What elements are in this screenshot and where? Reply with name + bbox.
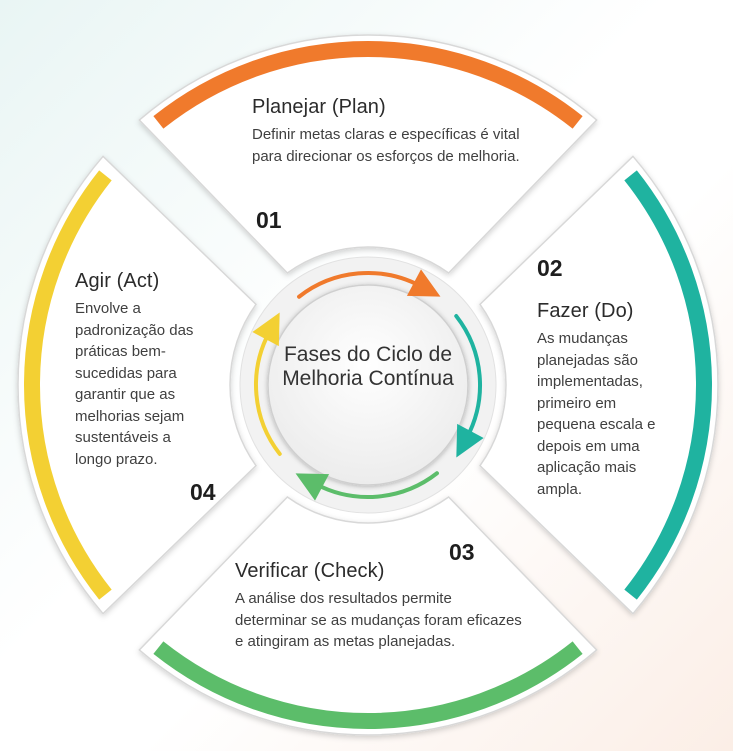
- arrow-do-to-check-head-icon: [456, 423, 484, 458]
- center-circle: [267, 284, 469, 486]
- arrow-check-to-act-head-icon: [295, 473, 330, 501]
- segments-group: [17, 34, 719, 736]
- phase-1-description: Definir metas claras e específicas é vit…: [252, 126, 520, 165]
- segment-band-fazer: [624, 170, 712, 600]
- arrow-do-to-check: [454, 314, 482, 440]
- phase-2-number: 02: [537, 255, 563, 281]
- phase-1-number: 01: [256, 207, 282, 233]
- cycle-arrows-group: [252, 269, 484, 501]
- phase-1-title: Planejar (Plan): [252, 96, 386, 118]
- phase-4-description: Envolve a padronização das práticas bem-…: [75, 300, 194, 468]
- phase-3-description: A análise dos resultados permite determi…: [235, 590, 522, 650]
- segment-band-agir: [24, 170, 112, 600]
- phase-2-description: As mudanças planejadas são implementadas…: [537, 330, 656, 498]
- arrow-act-to-plan: [254, 330, 282, 456]
- phase-4-title: Agir (Act): [75, 270, 160, 292]
- center-title: Fases do Ciclo de Melhoria Contínua: [282, 343, 454, 390]
- arrow-plan-to-do-head-icon: [406, 269, 441, 297]
- segment-band-planejar: [153, 41, 583, 129]
- arrow-plan-to-do: [297, 271, 423, 299]
- segment-verificar: [138, 495, 598, 736]
- segment-band-verificar: [153, 641, 583, 729]
- phase-3-number: 03: [449, 539, 475, 565]
- arrow-act-to-plan-head-icon: [252, 312, 280, 347]
- phase-4-number: 04: [190, 479, 216, 505]
- segment-fazer: [478, 155, 719, 615]
- inner-ring-group: [239, 256, 497, 514]
- segment-planejar: [138, 34, 598, 275]
- phase-3-title: Verificar (Check): [235, 560, 385, 582]
- phase-2-title: Fazer (Do): [537, 300, 634, 322]
- arrow-check-to-act: [313, 471, 439, 499]
- segment-agir: [17, 155, 258, 615]
